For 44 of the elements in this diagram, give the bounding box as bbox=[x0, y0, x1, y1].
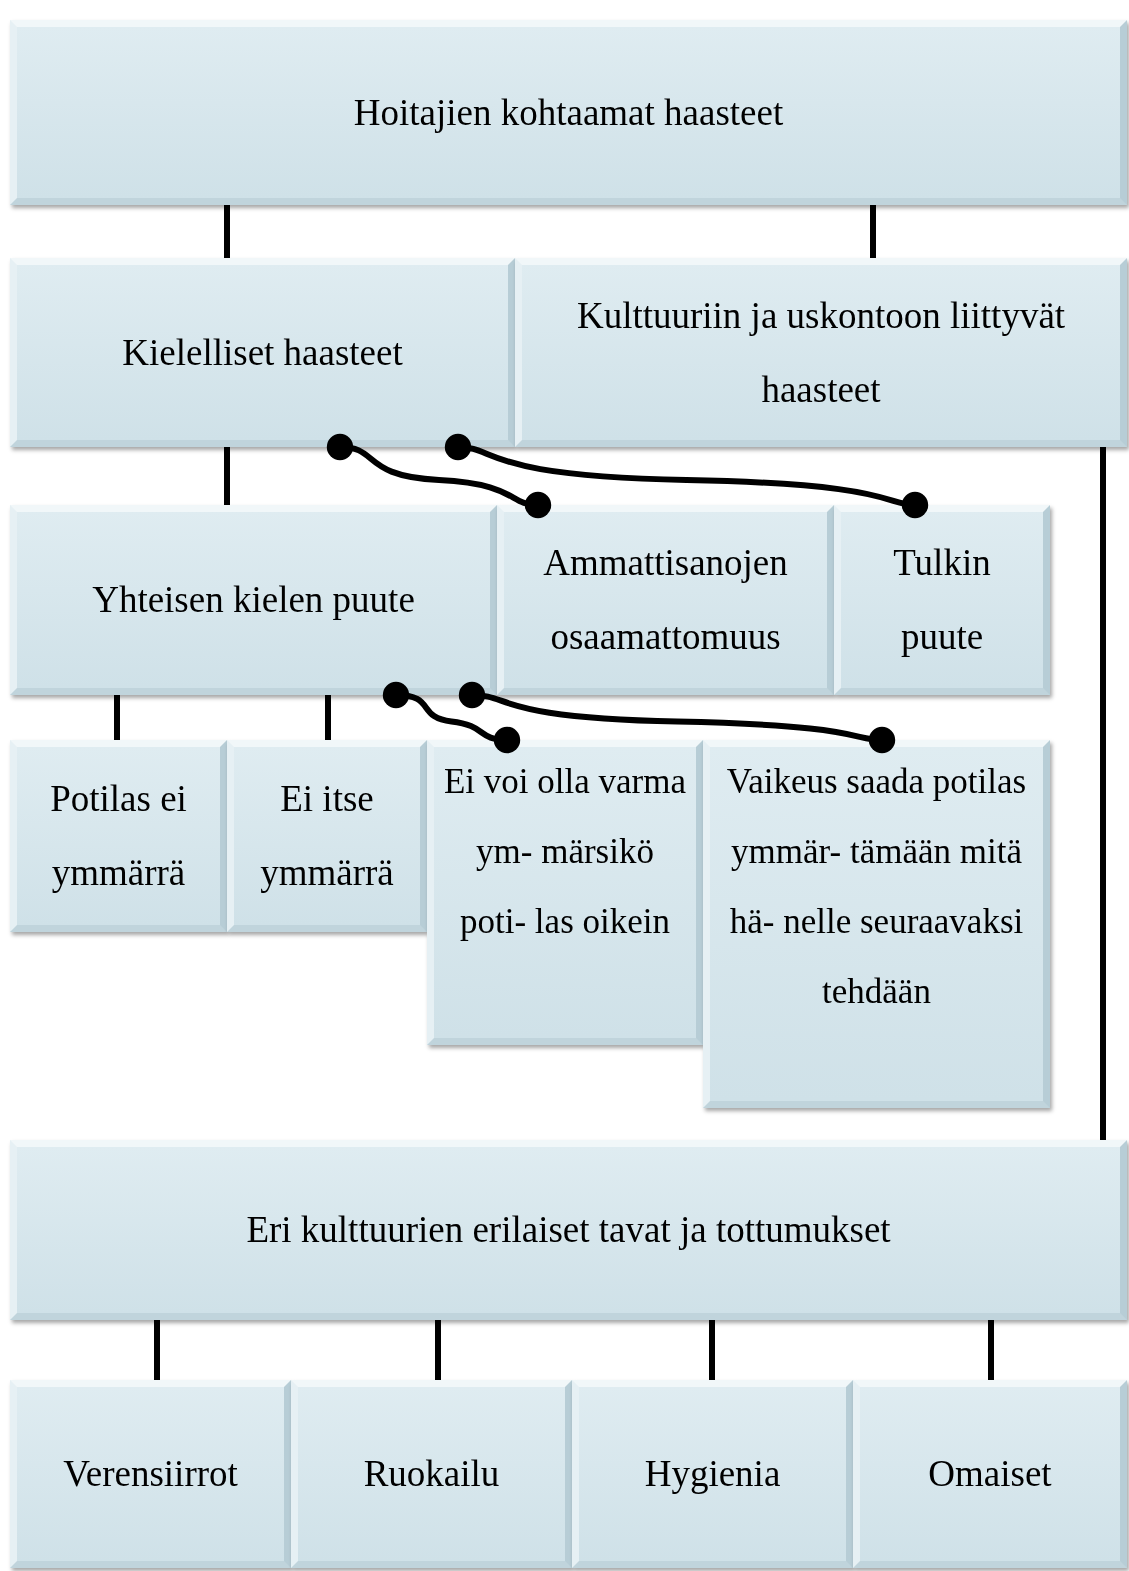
connector bbox=[988, 1320, 994, 1380]
connector bbox=[114, 695, 120, 740]
connector bbox=[154, 1320, 160, 1380]
connector bbox=[870, 205, 876, 258]
bevel-box bbox=[227, 740, 427, 932]
bevel-box bbox=[10, 1380, 291, 1568]
connector bbox=[224, 205, 230, 258]
bevel-box bbox=[703, 740, 1050, 1108]
box-label: Kielelliset haasteet bbox=[122, 330, 403, 375]
box-label: Potilas ei ymmärrä bbox=[49, 777, 188, 895]
connector bbox=[382, 681, 521, 754]
bevel-box bbox=[291, 1380, 572, 1568]
bevel-box bbox=[10, 1140, 1127, 1320]
box-label: Ei itse ymmärrä bbox=[259, 777, 395, 895]
connector bbox=[458, 681, 896, 754]
bevel-box bbox=[515, 258, 1127, 447]
bevel-box bbox=[834, 505, 1050, 695]
box-label: Ei voi olla varma ym- märsikö poti- las oikein bbox=[443, 761, 687, 943]
connector bbox=[224, 447, 230, 505]
box-label: Yhteisen kielen puute bbox=[92, 578, 415, 622]
bevel-box bbox=[427, 740, 703, 1045]
bevel-box bbox=[10, 740, 227, 932]
box-label: Vaikeus saada potilas ymmär- tämään mitä hä- nelle seuraavaksi tehdään bbox=[725, 761, 1028, 1013]
box-label: Omaiset bbox=[928, 1452, 1052, 1496]
bevel-box bbox=[10, 20, 1127, 205]
box-label: Hoitajien kohtaamat haasteet bbox=[353, 90, 784, 135]
box-label: Verensiirrot bbox=[63, 1452, 238, 1496]
box-label: Kulttuuriin ja uskontoon liittyvät haasteet bbox=[575, 293, 1067, 412]
connector bbox=[435, 1320, 441, 1380]
connector bbox=[444, 433, 929, 519]
bevel-box bbox=[10, 505, 497, 695]
bevel-box bbox=[572, 1380, 853, 1568]
bevel-box bbox=[853, 1380, 1127, 1568]
box-label: Ammattisanojen osaamattomuus bbox=[542, 541, 789, 659]
box-label: Tulkin puute bbox=[892, 541, 992, 659]
connector bbox=[325, 695, 331, 740]
box-label: Ruokailu bbox=[363, 1452, 500, 1496]
box-label: Eri kulttuurien erilaiset tavat ja tottumukset bbox=[246, 1208, 891, 1252]
bevel-box bbox=[497, 505, 834, 695]
connector bbox=[709, 1320, 715, 1380]
connector bbox=[326, 433, 552, 519]
connector bbox=[1100, 447, 1106, 1140]
bevel-box bbox=[10, 258, 515, 447]
box-label: Hygienia bbox=[644, 1452, 781, 1496]
